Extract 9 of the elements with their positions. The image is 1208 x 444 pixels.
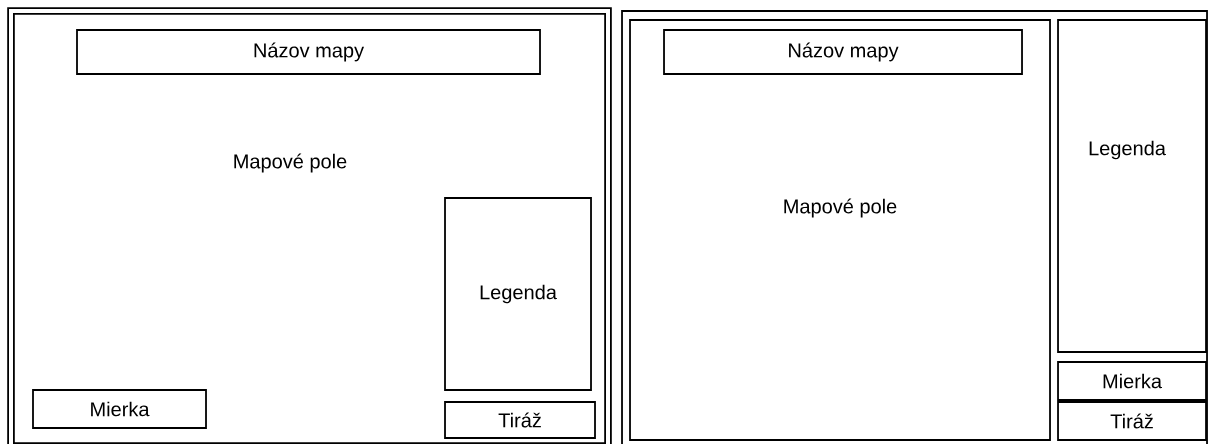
scale-box: Mierka [1057,361,1207,401]
title-box: Názov mapy [76,29,541,75]
scale-box: Mierka [32,389,207,429]
imprint-box: Tiráž [1057,401,1207,441]
title-box: Názov mapy [663,29,1023,75]
map-frame [621,10,1208,444]
legend-box: Legenda [444,197,592,391]
imprint-box: Tiráž [444,401,596,439]
legend-box: Legenda [1057,19,1207,353]
